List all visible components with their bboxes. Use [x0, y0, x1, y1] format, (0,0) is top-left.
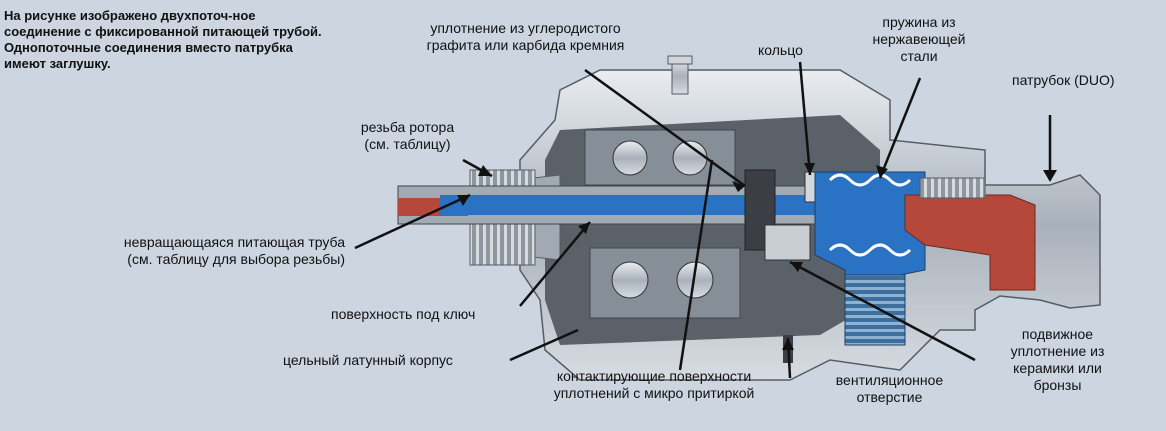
- arrowheads: [457, 163, 1057, 350]
- description-note: На рисунке изображено двухпоточ-ное соед…: [4, 8, 322, 71]
- moving-seal: [764, 224, 811, 261]
- label-seal-graphite: уплотнение из углеродистого графита или …: [426, 20, 625, 53]
- label-supply-tube: невращающаяся питающая труба (см. таблиц…: [123, 234, 345, 267]
- bearing-upper: [584, 129, 736, 186]
- label-spring: пружина из нержавеющей стали: [872, 14, 966, 64]
- bearing-lower: [589, 247, 741, 319]
- label-rotor-thread: резьба ротора (см. таблицу): [360, 119, 455, 152]
- label-brass-body: цельный латунный корпус: [283, 352, 453, 368]
- label-contact-surfaces: контактирующие поверхности уплотнений с …: [553, 368, 755, 401]
- label-wrench-surface: поверхность под ключ: [331, 306, 476, 322]
- label-ring: кольцо: [758, 42, 803, 58]
- duo-nozzle: [904, 194, 1036, 291]
- flow-channel: [440, 195, 820, 215]
- spring-inner-thread: [844, 274, 906, 346]
- label-nozzle: патрубок (DUO): [1012, 72, 1115, 88]
- spring: [828, 173, 912, 257]
- label-vent: вентиляционное отверстие: [835, 372, 944, 405]
- label-moving-seal: подвижное уплотнение из керамики или бро…: [1010, 326, 1105, 393]
- leader-lines: [354, 61, 1052, 379]
